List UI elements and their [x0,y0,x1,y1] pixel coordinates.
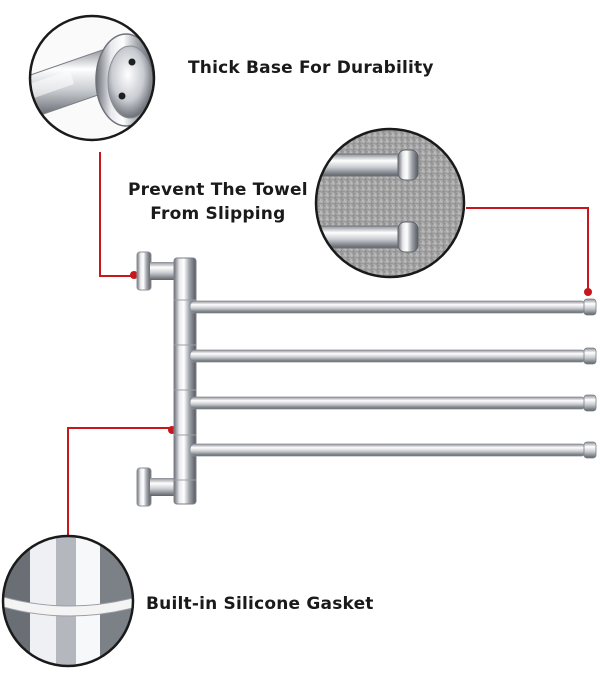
wall-mount-top [136,251,178,291]
swing-arm-2 [189,347,597,365]
leader-dot-base [130,271,138,279]
detail-thick-base [28,14,156,142]
vertical-post [173,257,197,505]
leader-line-base [99,152,134,277]
swing-arm-1 [189,298,597,316]
leader-line-gasket [67,427,172,538]
callout-label-gasket: Built-in Silicone Gasket [146,594,374,614]
swing-arm-4 [189,441,597,459]
wall-mount-bottom [136,467,178,507]
leader-dot-slip [584,288,592,296]
detail-prevent-slipping [314,127,466,279]
detail-silicone-gasket [1,534,135,668]
callout-label-slip: Prevent The Towel From Slipping [128,178,308,226]
callout-label-slip-line1: Prevent The Towel [128,180,308,200]
callout-label-slip-line2: From Slipping [150,204,286,224]
post-rings [174,299,196,481]
leader-line-slip [466,207,589,292]
callout-label-base: Thick Base For Durability [188,58,434,78]
swing-arm-3 [189,394,597,412]
leader-lines [67,152,589,538]
